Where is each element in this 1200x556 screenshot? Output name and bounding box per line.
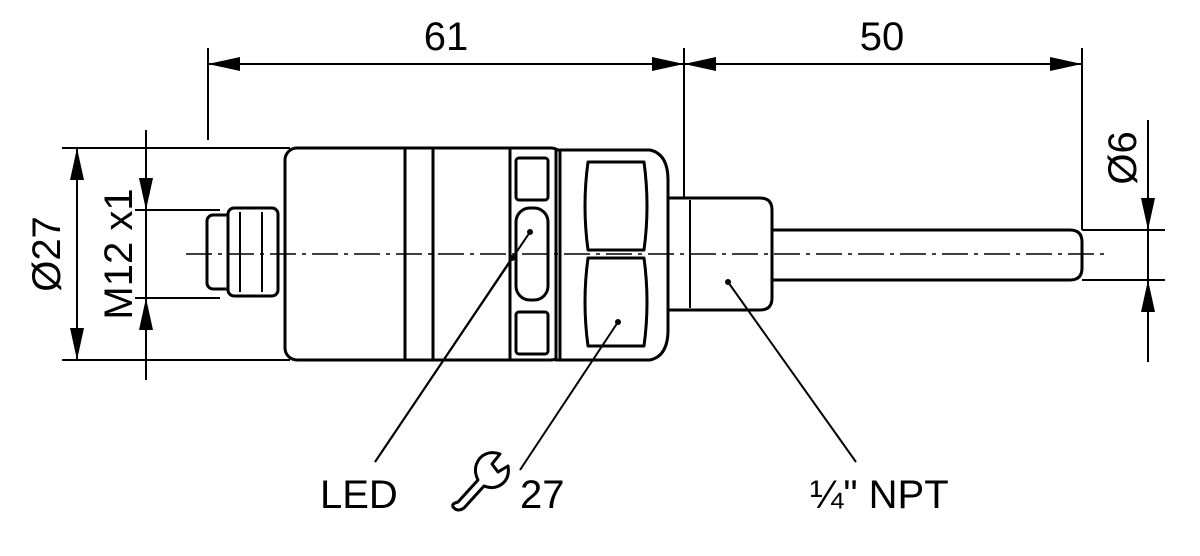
led-label: LED [320, 473, 398, 517]
npt-label: ¼" NPT [810, 473, 949, 517]
m12-connector [205, 206, 280, 298]
wrench-leader-dot [615, 319, 621, 325]
npt-leader-dot [725, 279, 731, 285]
wrench-icon [451, 451, 510, 512]
hex-nut [554, 148, 670, 362]
led-leader-dot-1 [509, 255, 515, 261]
probe-rod [770, 228, 1084, 282]
sensor-body [186, 146, 1104, 362]
dimension-diameter-27: Ø27 [25, 147, 290, 361]
dimension-diameter-6: Ø6 [1082, 120, 1165, 362]
main-housing [283, 146, 565, 362]
dimension-61-label: 61 [424, 15, 469, 59]
dimension-m12-thread-label: M12 x1 [97, 188, 141, 319]
wrench-size-label: 27 [520, 473, 565, 517]
dimension-50: 50 [684, 15, 1083, 230]
npt-thread [666, 196, 774, 312]
dimension-50-label: 50 [860, 15, 905, 59]
dimension-diameter-27-label: Ø27 [25, 216, 69, 292]
dimension-m12-thread: M12 x1 [97, 130, 220, 380]
leader-lines [374, 229, 857, 471]
led-leader-dot-2 [527, 229, 533, 235]
dimension-diameter-6-label: Ø6 [1101, 131, 1145, 184]
dimension-61: 61 [207, 15, 685, 200]
